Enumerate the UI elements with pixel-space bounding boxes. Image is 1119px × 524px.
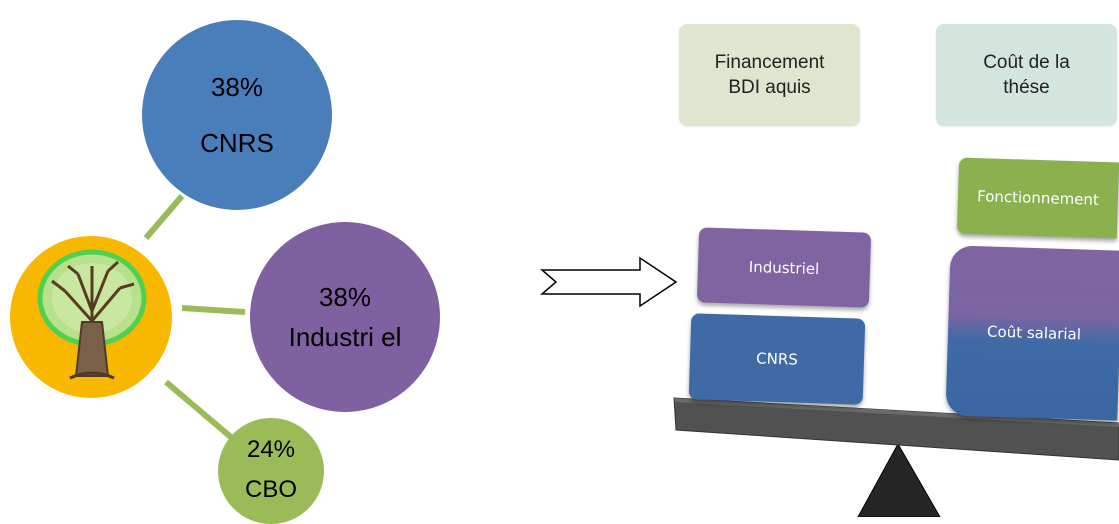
triangle-fulcrum-icon [857,442,941,517]
cnrs-percent: 38% [210,72,264,102]
industriel-box: Industriel [696,227,872,308]
industriel-percent: 38% [318,282,372,312]
cbo-label: CBO [244,476,297,503]
industriel-circle: 38% Industri el [250,222,440,412]
fonctionnement-box: Fonctionnement [956,157,1119,239]
fonctionnement-box-label: Fonctionnement [976,187,1100,209]
tree-icon [37,249,147,380]
balance-beam-highlight [674,398,1119,427]
cbo-circle: 24% CBO [218,418,324,524]
financement-header-text: Financement BDI aquis [714,52,825,98]
cout-salarial-box: Coût salarial [945,245,1119,421]
connector-industriel [181,305,246,315]
industriel-box-label: Industriel [748,257,820,278]
tree-circle [10,236,172,398]
cnrs-box-label: CNRS [755,349,799,369]
industriel-label: Industri el [288,322,402,352]
arrow-right-icon [540,256,678,308]
connector-cnrs [143,194,185,240]
financement-header: Financement BDI aquis [679,24,860,126]
cout-salarial-box-label: Coût salarial [986,322,1082,344]
cnrs-circle: 38% CNRS [142,20,332,210]
cbo-percent: 24% [246,436,296,463]
cnrs-label: CNRS [200,128,274,158]
cnrs-box: CNRS [688,313,866,405]
connector-cbo [164,379,234,441]
cout-header-text: Coût de la thése [983,52,1070,98]
cout-header: Coût de la thése [936,24,1117,126]
